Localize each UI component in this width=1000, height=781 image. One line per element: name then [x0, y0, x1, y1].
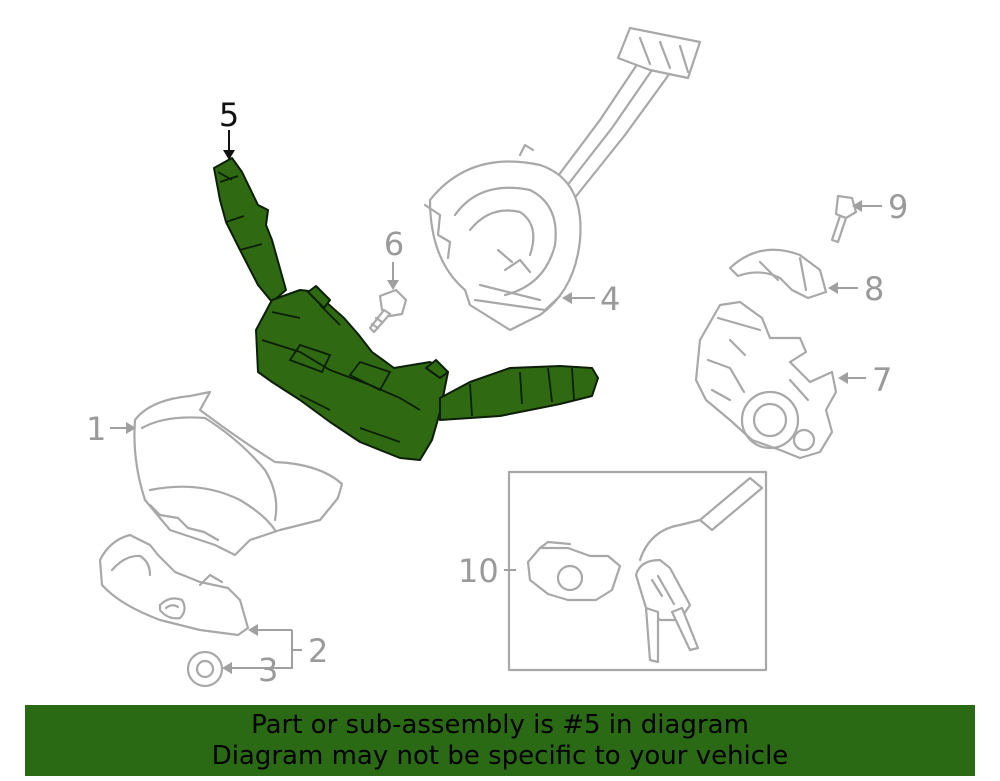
part-8-bracket	[728, 248, 828, 300]
part-7-lock-housing	[694, 300, 838, 460]
callout-5: 5	[219, 96, 239, 134]
banner-line-2: Diagram may not be specific to your vehi…	[211, 741, 789, 771]
callout-1: 1	[86, 410, 106, 448]
callout-6: 6	[384, 225, 404, 263]
info-banner: Part or sub-assembly is #5 in diagram Di…	[25, 705, 975, 776]
arrow-5-icon	[223, 150, 235, 160]
callout-3: 3	[258, 651, 278, 689]
part-9-screw	[830, 194, 858, 244]
part-10-key-set	[507, 470, 768, 672]
part-6-bolt	[368, 288, 408, 334]
callout-10: 10	[458, 552, 499, 590]
part-1-upper-cover	[133, 390, 344, 557]
banner-line-1: Part or sub-assembly is #5 in diagram	[251, 710, 749, 740]
part-3-grommet	[186, 650, 224, 688]
callout-2: 2	[308, 632, 328, 670]
leader-lines	[110, 130, 882, 674]
callout-4: 4	[600, 280, 620, 318]
callout-7: 7	[872, 361, 892, 399]
callout-9: 9	[888, 188, 908, 226]
part-4-clock-spring	[423, 26, 702, 332]
callout-8: 8	[864, 270, 884, 308]
part-2-lower-cover	[98, 533, 250, 637]
part-5-combination-switch	[213, 157, 599, 461]
